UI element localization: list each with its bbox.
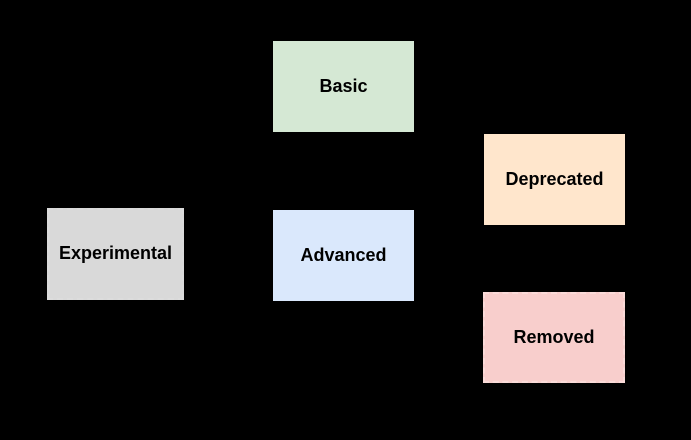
node-label-basic: Basic [319, 75, 368, 96]
diagram-node-removed: Removed [483, 292, 625, 383]
node-label-removed: Removed [513, 326, 595, 347]
node-label-deprecated: Deprecated [505, 168, 604, 189]
node-label-experimental: Experimental [58, 243, 173, 264]
node-label-advanced: Advanced [300, 244, 387, 265]
diagram-node-basic: Basic [273, 41, 414, 132]
diagram-node-deprecated: Deprecated [484, 134, 625, 225]
diagram-node-experimental: Experimental [47, 208, 184, 300]
diagram-node-advanced: Advanced [273, 210, 414, 301]
